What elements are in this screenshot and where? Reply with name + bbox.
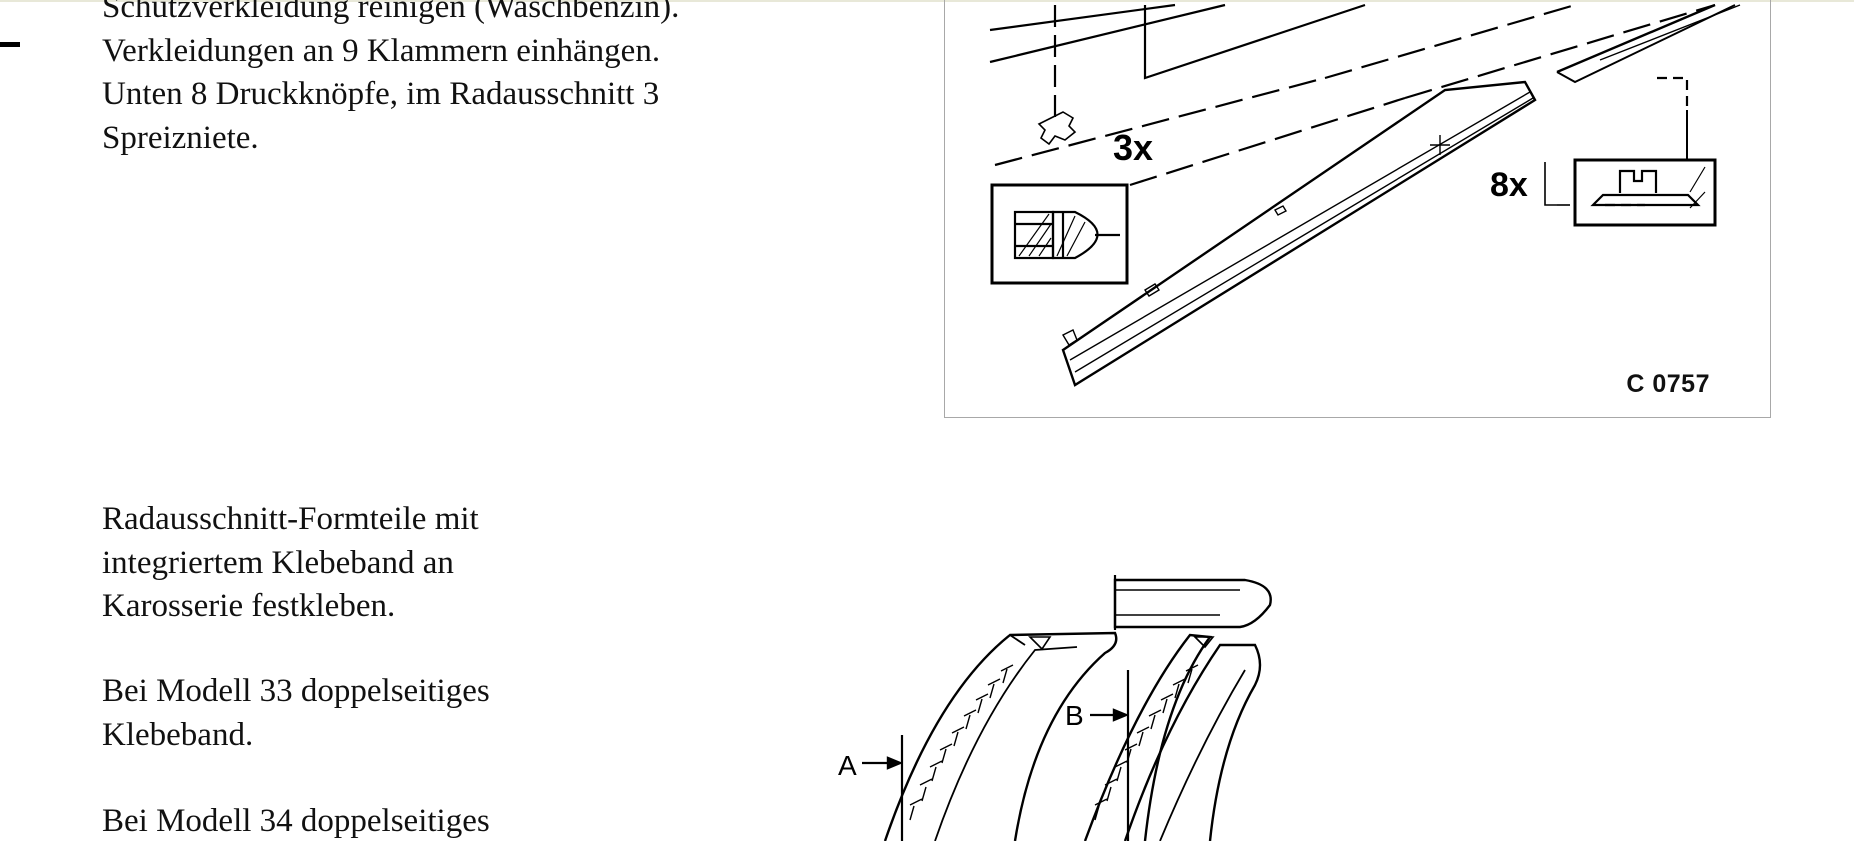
button-count-callout: 8x xyxy=(1490,166,1528,204)
text-line: Verkleidungen an 9 Klammern einhängen. xyxy=(102,32,661,69)
instruction-text-cleaning: Schutzverkleidung reinigen (Waschbenzin)… xyxy=(102,0,679,160)
page-top-rule xyxy=(0,0,1854,2)
text-line: Spreizniete. xyxy=(102,119,259,156)
sill-cover-diagram: 3x 8x C 0757 xyxy=(944,0,1771,418)
label-a: A xyxy=(838,750,857,781)
text-line: Radausschnitt-Formteile mit xyxy=(102,501,479,537)
figure-code: C 0757 xyxy=(1626,370,1710,398)
margin-marker xyxy=(0,42,20,47)
text-line: Klebeband. xyxy=(102,716,254,753)
wheel-arch-molding-diagram: A B xyxy=(815,575,1375,842)
text-line: Bei Modell 34 doppelseitiges xyxy=(102,803,490,839)
text-line: Bei Modell 33 doppelseitiges xyxy=(102,673,490,709)
sill-cover-drawing: 3x 8x xyxy=(989,3,1741,387)
label-b: B xyxy=(1065,700,1084,731)
text-line: Schutzverkleidung reinigen (Waschbenzin)… xyxy=(102,0,680,25)
wheel-arch-drawing: A B xyxy=(838,575,1272,842)
instruction-text-model-34: Bei Modell 34 doppelseitiges xyxy=(102,800,490,844)
text-line: integriertem Klebeband an xyxy=(102,544,454,581)
rivet-count-callout: 3x xyxy=(1113,127,1153,168)
text-line: Unten 8 Druckknöpfe, im Radausschnitt 3 xyxy=(102,76,660,112)
text-line: Karosserie festkleben. xyxy=(102,588,396,624)
instruction-text-moldings: Radausschnitt-Formteile mit integriertem … xyxy=(102,498,479,629)
